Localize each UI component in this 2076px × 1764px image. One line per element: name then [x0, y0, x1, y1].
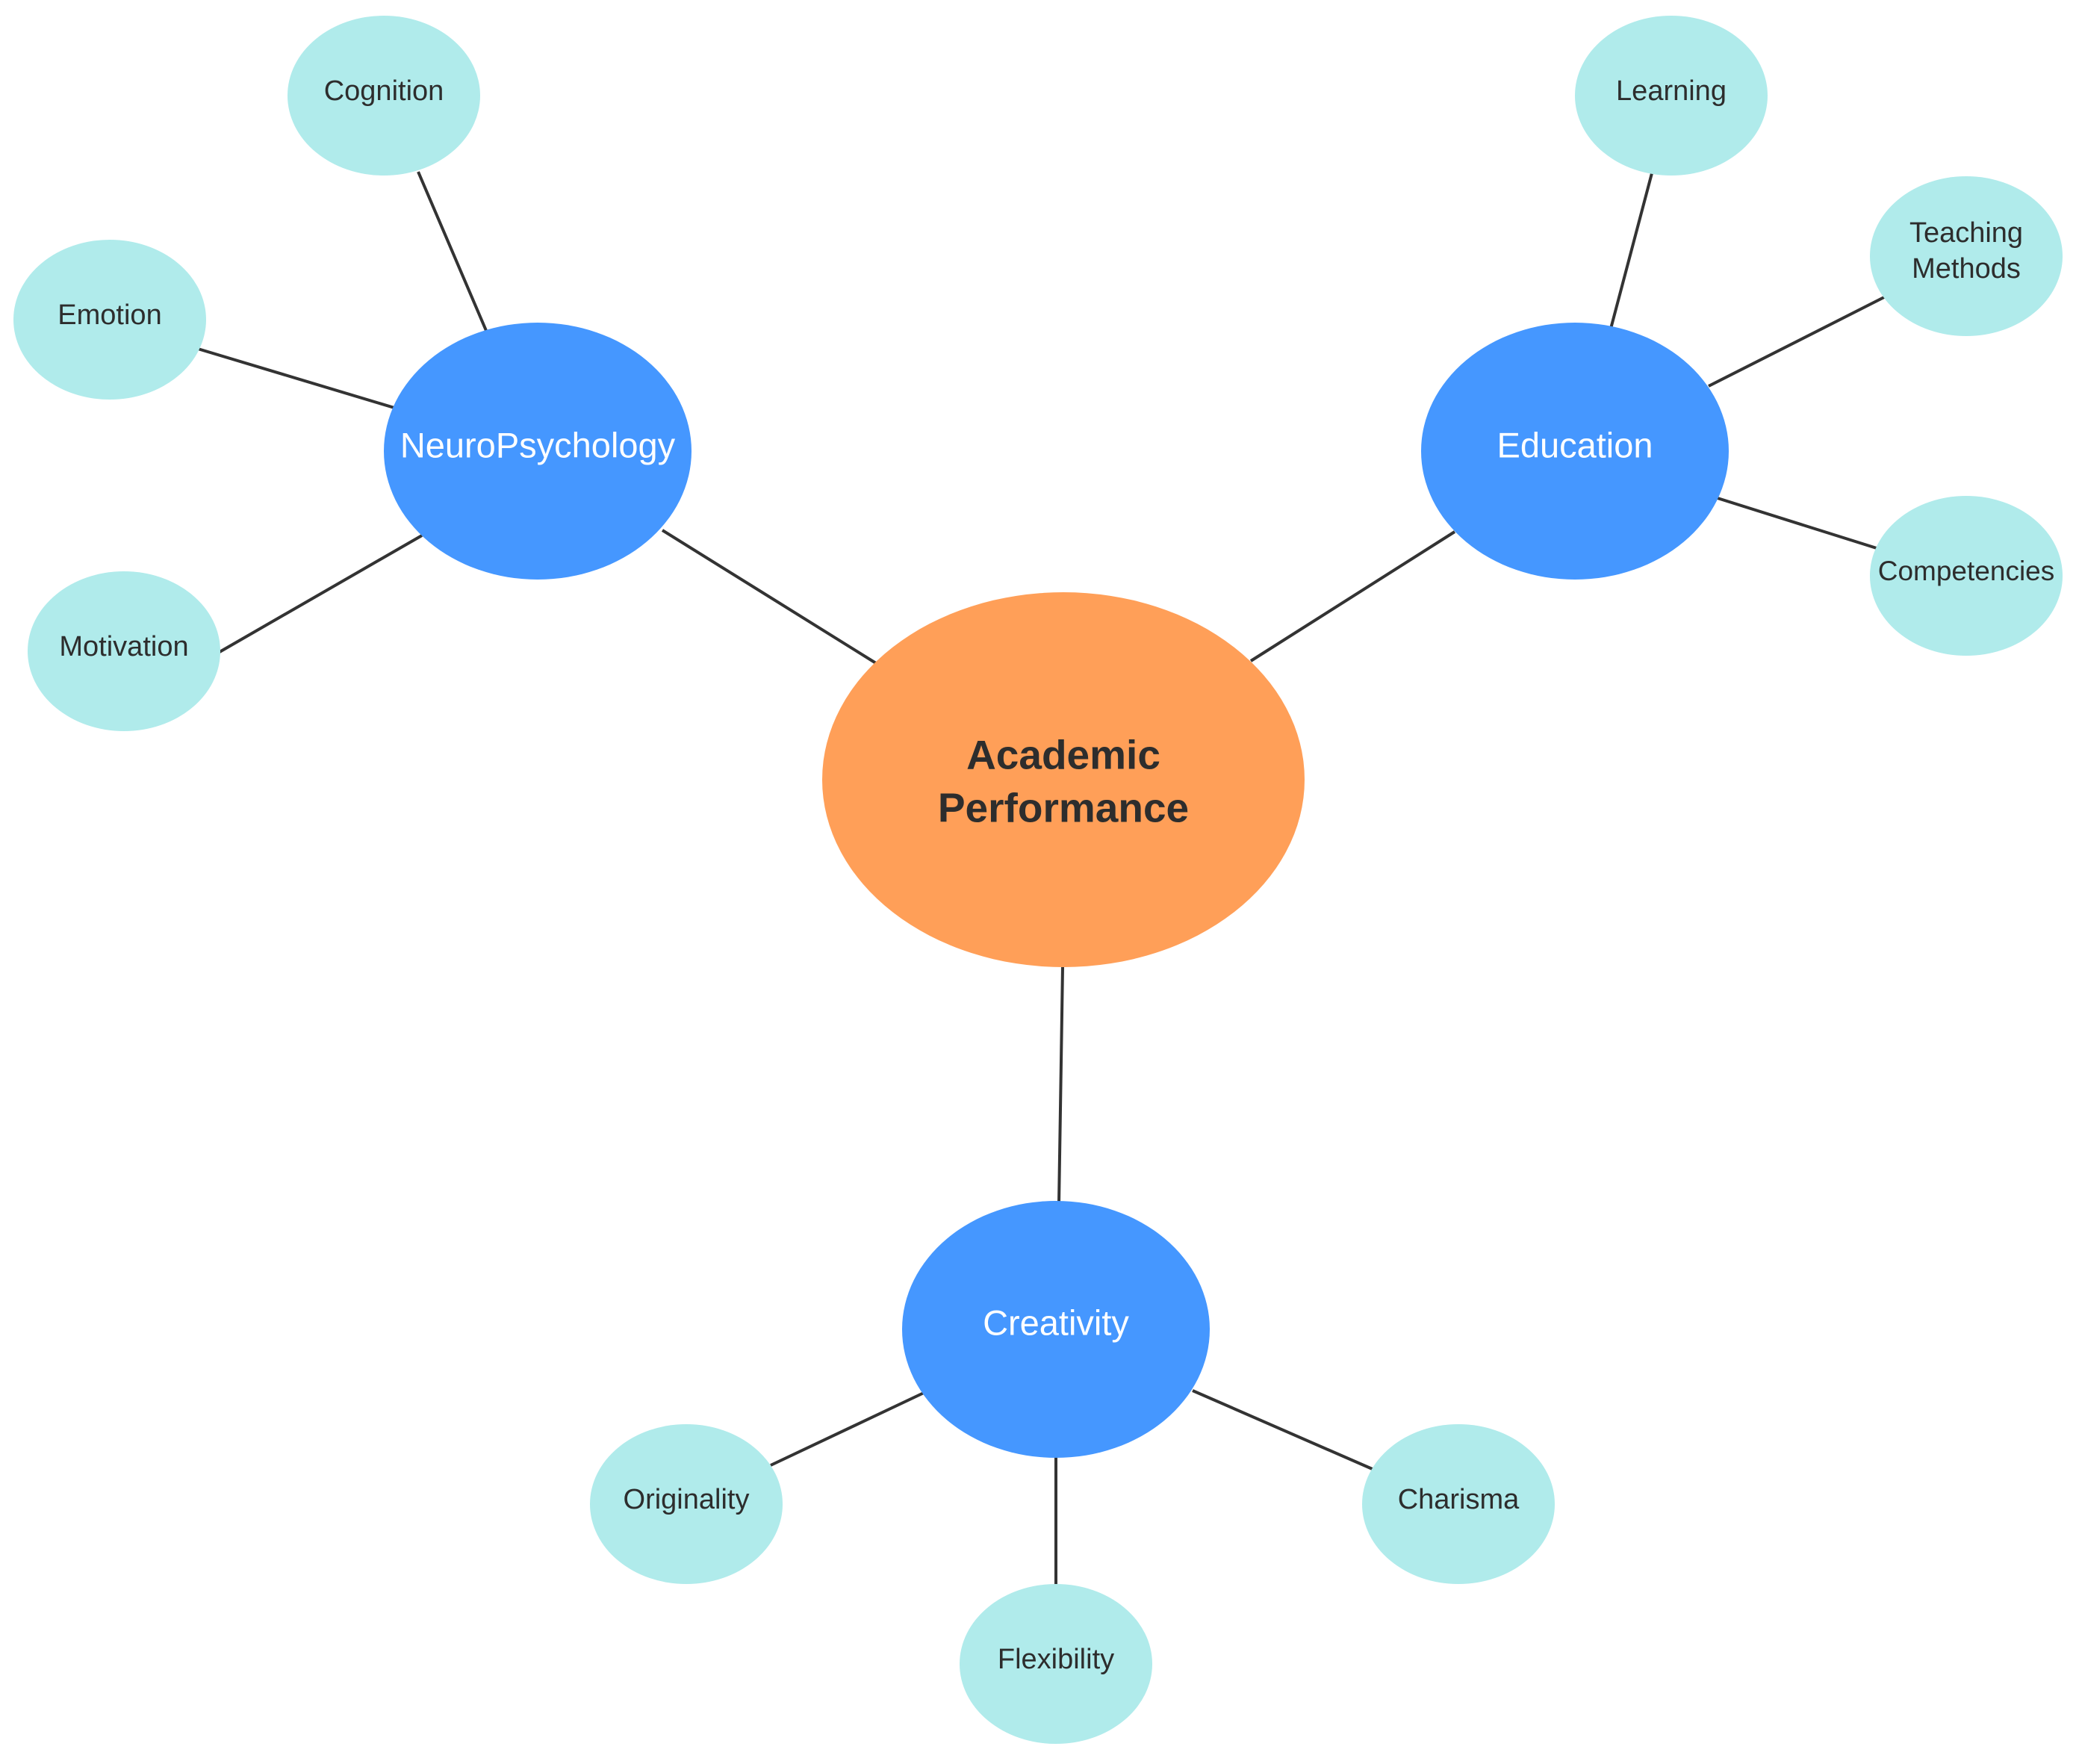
connector-neuropsychology-emotion [197, 347, 395, 409]
leaf-node-motivation-label: Motivation [59, 631, 188, 662]
leaf-node-originality-shape [590, 1424, 783, 1584]
leaf-node-flexibility: Flexibility [960, 1584, 1152, 1744]
leaf-node-flexibility-shape [960, 1584, 1152, 1744]
leaf-node-charisma-label: Charisma [1398, 1484, 1520, 1515]
leaf-node-teaching-methods-label-line1: Teaching [1909, 217, 2023, 249]
connector-education-competencies [1717, 497, 1877, 550]
branch-node-neuropsychology: NeuroPsychology [384, 323, 692, 580]
connector-neuropsychology-cognition [417, 171, 488, 333]
branch-node-education-shape [1421, 323, 1729, 580]
leaf-node-originality: Originality [590, 1424, 783, 1584]
branch-node-neuropsychology-shape [384, 323, 692, 580]
leaf-node-teaching-methods-shape [1870, 176, 2063, 336]
leaf-node-learning-label: Learning [1616, 75, 1727, 107]
leaf-node-learning: Learning [1575, 16, 1768, 176]
branch-node-creativity-shape [902, 1201, 1210, 1458]
branch-node-education-label: Education [1497, 425, 1653, 465]
connector-creativity-charisma [1192, 1389, 1375, 1471]
leaf-node-cognition-shape [288, 16, 480, 176]
leaf-node-charisma: Charisma [1362, 1424, 1555, 1584]
connector-education-learning [1609, 173, 1653, 329]
branch-node-education: Education [1421, 323, 1729, 580]
leaf-node-teaching-methods: Teaching Methods [1870, 176, 2063, 336]
leaf-node-motivation-shape [28, 571, 220, 731]
connector-neuropsychology-motivation [219, 534, 423, 653]
center-node-label-line1: Academic [966, 732, 1160, 778]
leaf-node-flexibility-label: Flexibility [998, 1644, 1114, 1675]
leaf-node-cognition: Cognition [288, 16, 480, 176]
leaf-node-teaching-methods-label-line2: Methods [1912, 253, 2021, 285]
branch-node-creativity: Creativity [902, 1201, 1210, 1458]
leaf-node-emotion-label: Emotion [58, 299, 161, 331]
leaf-node-competencies-label: Competencies [1878, 556, 2055, 586]
leaf-node-charisma-shape [1362, 1424, 1555, 1584]
leaf-node-competencies: Competencies [1870, 496, 2063, 656]
connector-creativity-originality [770, 1391, 924, 1467]
leaf-node-learning-shape [1575, 16, 1768, 176]
connector-center-education [1249, 530, 1456, 662]
connector-center-creativity [1057, 966, 1064, 1205]
center-node-shape [822, 592, 1305, 967]
leaf-node-originality-label: Originality [624, 1484, 750, 1515]
leaf-node-motivation: Motivation [28, 571, 220, 731]
leaf-node-cognition-label: Cognition [324, 75, 444, 107]
center-node-label-line2: Performance [938, 785, 1189, 831]
connector-education-teaching [1708, 296, 1885, 388]
leaf-node-emotion-shape [13, 240, 206, 400]
leaf-node-emotion: Emotion [13, 240, 206, 400]
branch-node-creativity-label: Creativity [983, 1302, 1129, 1342]
leaf-node-competencies-shape [1870, 496, 2063, 656]
connector-center-neuropsychology [661, 529, 877, 665]
branch-node-neuropsychology-label: NeuroPsychology [400, 425, 676, 465]
center-node: Academic Performance [822, 592, 1305, 967]
connectors [197, 171, 1885, 1586]
